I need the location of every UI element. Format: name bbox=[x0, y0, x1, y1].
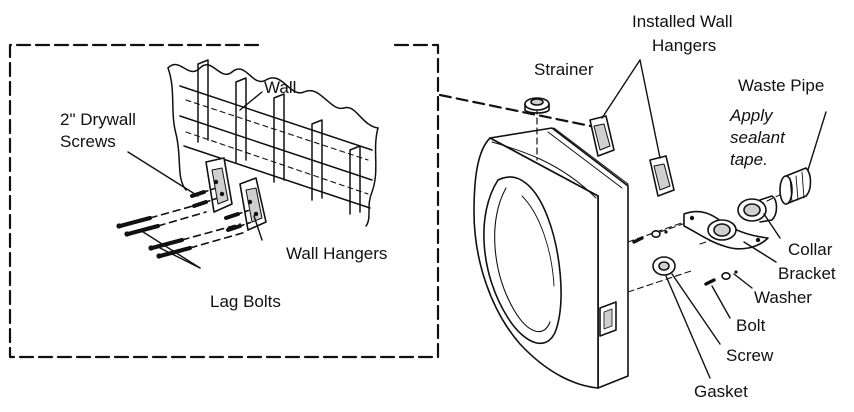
label-installed-wall-hangers-line1: Installed Wall bbox=[632, 12, 733, 31]
installed-hanger-upper bbox=[589, 115, 615, 157]
gasket-part bbox=[652, 256, 676, 276]
installed-hanger-lower bbox=[649, 155, 675, 197]
label-bolt: Bolt bbox=[736, 316, 766, 335]
inset-leaders bbox=[127, 91, 263, 269]
label-gasket: Gasket bbox=[694, 382, 748, 401]
label-drywall-screws-line1: 2" Drywall bbox=[60, 110, 136, 129]
lag-bolts bbox=[116, 203, 247, 259]
label-washer: Washer bbox=[754, 288, 812, 307]
label-wall: Wall bbox=[264, 78, 297, 97]
bolt-washer-set bbox=[632, 230, 738, 286]
label-waste-pipe: Waste Pipe bbox=[738, 76, 825, 95]
waste-pipe-part bbox=[779, 167, 812, 205]
label-wall-hangers: Wall Hangers bbox=[286, 244, 388, 263]
label-apply-sealant-line3: tape. bbox=[730, 150, 768, 169]
strainer-part bbox=[524, 97, 550, 114]
label-installed-wall-hangers-line2: Hangers bbox=[652, 36, 717, 55]
label-collar: Collar bbox=[788, 240, 833, 259]
label-apply-sealant-line2: sealant bbox=[730, 128, 785, 147]
installed-hangers-leaders bbox=[601, 59, 661, 159]
label-bracket: Bracket bbox=[778, 264, 836, 283]
label-lag-bolts: Lag Bolts bbox=[210, 292, 281, 311]
parts-leaders bbox=[665, 111, 827, 379]
wall-hanger-right bbox=[239, 177, 267, 231]
urinal-body bbox=[473, 107, 629, 389]
collar-part bbox=[737, 195, 778, 223]
wall-cutaway bbox=[167, 59, 379, 227]
label-strainer: Strainer bbox=[534, 60, 594, 79]
wall-hanger-left bbox=[205, 157, 233, 213]
label-apply-sealant-line1: Apply bbox=[730, 106, 773, 125]
label-drywall-screws-line2: Screws bbox=[60, 132, 116, 151]
detail-inset-box bbox=[8, 43, 440, 359]
drywall-screws bbox=[190, 187, 253, 232]
inset-leader-line bbox=[438, 93, 602, 130]
label-screw: Screw bbox=[726, 346, 774, 365]
bracket-part bbox=[683, 210, 769, 250]
